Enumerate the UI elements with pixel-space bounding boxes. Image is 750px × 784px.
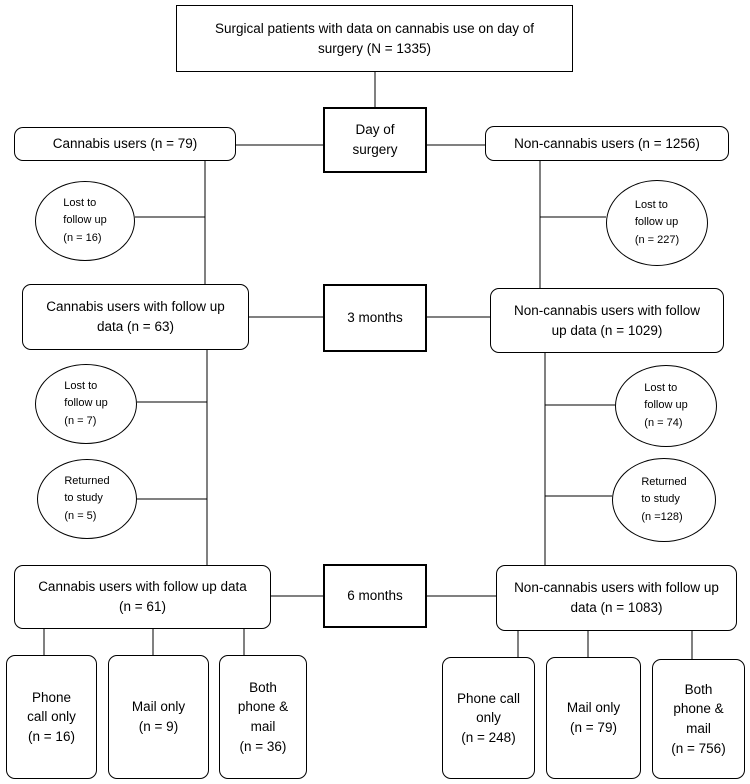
non-cannabis-mail-line1: Mail only <box>566 700 621 716</box>
cannabis-lost-circle-2: Lost to follow up (n = 7) <box>35 364 137 444</box>
cannabis-phone-line2: call only <box>27 709 76 725</box>
cannabis-lost2-line3: (n = 7) <box>64 414 97 427</box>
cannabis-both-line3: mail <box>250 719 276 734</box>
cannabis-phone-line1: Phone <box>31 689 72 705</box>
six-months-box: 6 months <box>323 564 427 628</box>
non-cannabis-follow6-box: Non-cannabis users with follow up data (… <box>496 565 737 631</box>
cannabis-returned-circle: Returned to study (n = 5) <box>37 459 137 539</box>
cannabis-lost2-line1: Lost to <box>64 380 98 393</box>
non-cannabis-lost-circle-2: Lost to follow up (n = 74) <box>615 365 717 447</box>
cannabis-returned-line2: to study <box>64 492 103 505</box>
non-cannabis-lost-circle-1: Lost to follow up (n = 227) <box>606 180 708 266</box>
non-cannabis-phone-box: Phone call only (n = 248) <box>442 657 535 779</box>
non-cannabis-users-label: Non-cannabis users (n = 1256) <box>514 135 700 151</box>
cannabis-returned-line3: (n = 5) <box>64 509 97 522</box>
non-cannabis-both-line2: phone & <box>673 701 724 717</box>
non-cannabis-returned-line2: to study <box>641 493 680 506</box>
cannabis-follow6-line1: Cannabis users with follow up data <box>38 579 247 595</box>
cannabis-users-label: Cannabis users (n = 79) <box>52 136 198 152</box>
cannabis-lost2-line2: follow up <box>64 397 108 410</box>
day-of-surgery-box: Day of surgery <box>323 107 427 173</box>
cannabis-lost1-line2: follow up <box>63 214 107 227</box>
non-cannabis-both-line1: Both <box>684 681 713 697</box>
non-cannabis-follow3-line1: Non-cannabis users with follow <box>513 302 701 318</box>
cannabis-lost-circle-1: Lost to follow up (n = 16) <box>35 181 135 261</box>
cannabis-both-box: Both phone & mail (n = 36) <box>219 655 307 779</box>
non-cannabis-lost2-line3: (n = 74) <box>644 416 683 429</box>
non-cannabis-follow6-line2: data (n = 1083) <box>570 600 663 615</box>
non-cannabis-mail-line2: (n = 79) <box>570 720 617 735</box>
non-cannabis-lost1-line3: (n = 227) <box>634 233 680 246</box>
non-cannabis-lost2-line1: Lost to <box>644 382 678 395</box>
non-cannabis-follow6-line1: Non-cannabis users with follow up <box>514 580 719 596</box>
cannabis-mail-line2: (n = 9) <box>138 719 179 734</box>
day-of-surgery-line2: surgery <box>352 142 398 157</box>
non-cannabis-lost1-line2: follow up <box>634 216 679 229</box>
cannabis-both-line1: Both <box>249 679 277 695</box>
cannabis-lost1-line1: Lost to <box>63 197 97 210</box>
cannabis-follow3-line2: data (n = 63) <box>97 319 174 334</box>
cannabis-follow3-line1: Cannabis users with follow up <box>46 299 225 315</box>
non-cannabis-both-line3: mail <box>686 721 711 736</box>
non-cannabis-returned-line1: Returned <box>641 476 687 489</box>
total-patients-line1: Surgical patients with data on cannabis … <box>215 20 534 36</box>
non-cannabis-users-box: Non-cannabis users (n = 1256) <box>485 126 729 161</box>
non-cannabis-phone-line2: only <box>476 710 501 726</box>
non-cannabis-follow3-line2: up data (n = 1029) <box>551 322 663 338</box>
non-cannabis-returned-circle: Returned to study (n =128) <box>612 458 716 542</box>
cannabis-phone-box: Phone call only (n = 16) <box>6 655 97 779</box>
cannabis-lost1-line3: (n = 16) <box>63 231 102 244</box>
cannabis-follow3-box: Cannabis users with follow up data (n = … <box>22 284 249 350</box>
non-cannabis-follow3-box: Non-cannabis users with follow up data (… <box>490 288 724 353</box>
total-patients-box: Surgical patients with data on cannabis … <box>176 5 573 72</box>
non-cannabis-phone-line3: (n = 248) <box>461 729 516 745</box>
cannabis-follow6-line2: (n = 61) <box>119 599 166 614</box>
cannabis-users-box: Cannabis users (n = 79) <box>14 127 236 161</box>
non-cannabis-returned-line3: (n =128) <box>641 510 683 523</box>
cannabis-returned-line1: Returned <box>64 475 110 488</box>
non-cannabis-both-box: Both phone & mail (n = 756) <box>652 659 745 779</box>
cannabis-follow6-box: Cannabis users with follow up data (n = … <box>14 565 271 629</box>
non-cannabis-phone-line1: Phone call <box>456 690 521 706</box>
cannabis-both-line2: phone & <box>237 699 289 715</box>
non-cannabis-lost1-line1: Lost to <box>634 199 668 212</box>
non-cannabis-both-line4: (n = 756) <box>671 740 726 756</box>
three-months-box: 3 months <box>323 284 427 352</box>
non-cannabis-mail-box: Mail only (n = 79) <box>546 657 641 779</box>
total-patients-line2: surgery (N = 1335) <box>318 40 431 56</box>
six-months-label: 6 months <box>347 588 403 604</box>
cannabis-both-line4: (n = 36) <box>239 738 287 754</box>
non-cannabis-lost2-line2: follow up <box>644 399 688 412</box>
cannabis-phone-line3: (n = 16) <box>28 728 75 744</box>
cannabis-mail-box: Mail only (n = 9) <box>108 655 209 779</box>
cannabis-mail-line1: Mail only <box>131 699 186 715</box>
day-of-surgery-line1: Day of <box>355 122 395 138</box>
three-months-label: 3 months <box>347 310 403 326</box>
